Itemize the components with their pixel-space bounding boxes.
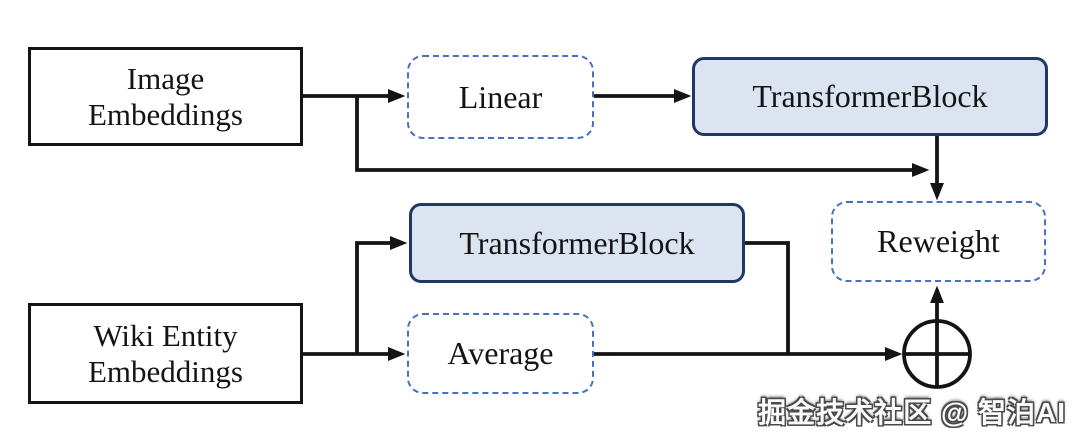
- node-wiki-entity-embeddings-label-line1: Wiki Entity: [93, 317, 238, 353]
- node-average-label: Average: [447, 335, 554, 372]
- watermark-text: 掘金技术社区 @ 智泊AI: [758, 397, 1066, 428]
- node-average: Average: [407, 313, 594, 394]
- circle-plus-icon: [902, 285, 972, 389]
- node-image-embeddings: Image Embeddings: [28, 47, 303, 146]
- node-transformer-block-top: TransformerBlock: [692, 57, 1048, 136]
- arrow-wiki-embeddings-to-transformer-block: [355, 236, 408, 354]
- wire-transformer-block-to-sum: [745, 241, 790, 354]
- node-transformer-block-mid-label: TransformerBlock: [459, 224, 695, 261]
- node-reweight: Reweight: [831, 201, 1046, 282]
- node-reweight-label: Reweight: [877, 223, 1000, 260]
- node-wiki-entity-embeddings: Wiki Entity Embeddings: [28, 303, 303, 404]
- node-image-embeddings-label-line1: Image: [126, 60, 205, 96]
- node-wiki-entity-embeddings-label-line2: Embeddings: [88, 353, 243, 389]
- node-linear: Linear: [407, 55, 594, 139]
- node-image-embeddings-label-line2: Embeddings: [88, 96, 243, 132]
- node-transformer-block-top-label: TransformerBlock: [752, 78, 988, 115]
- node-transformer-block-mid: TransformerBlock: [409, 203, 745, 283]
- arrow-image-embeddings-bypass-to-reweight: [355, 96, 930, 177]
- node-linear-label: Linear: [458, 78, 543, 115]
